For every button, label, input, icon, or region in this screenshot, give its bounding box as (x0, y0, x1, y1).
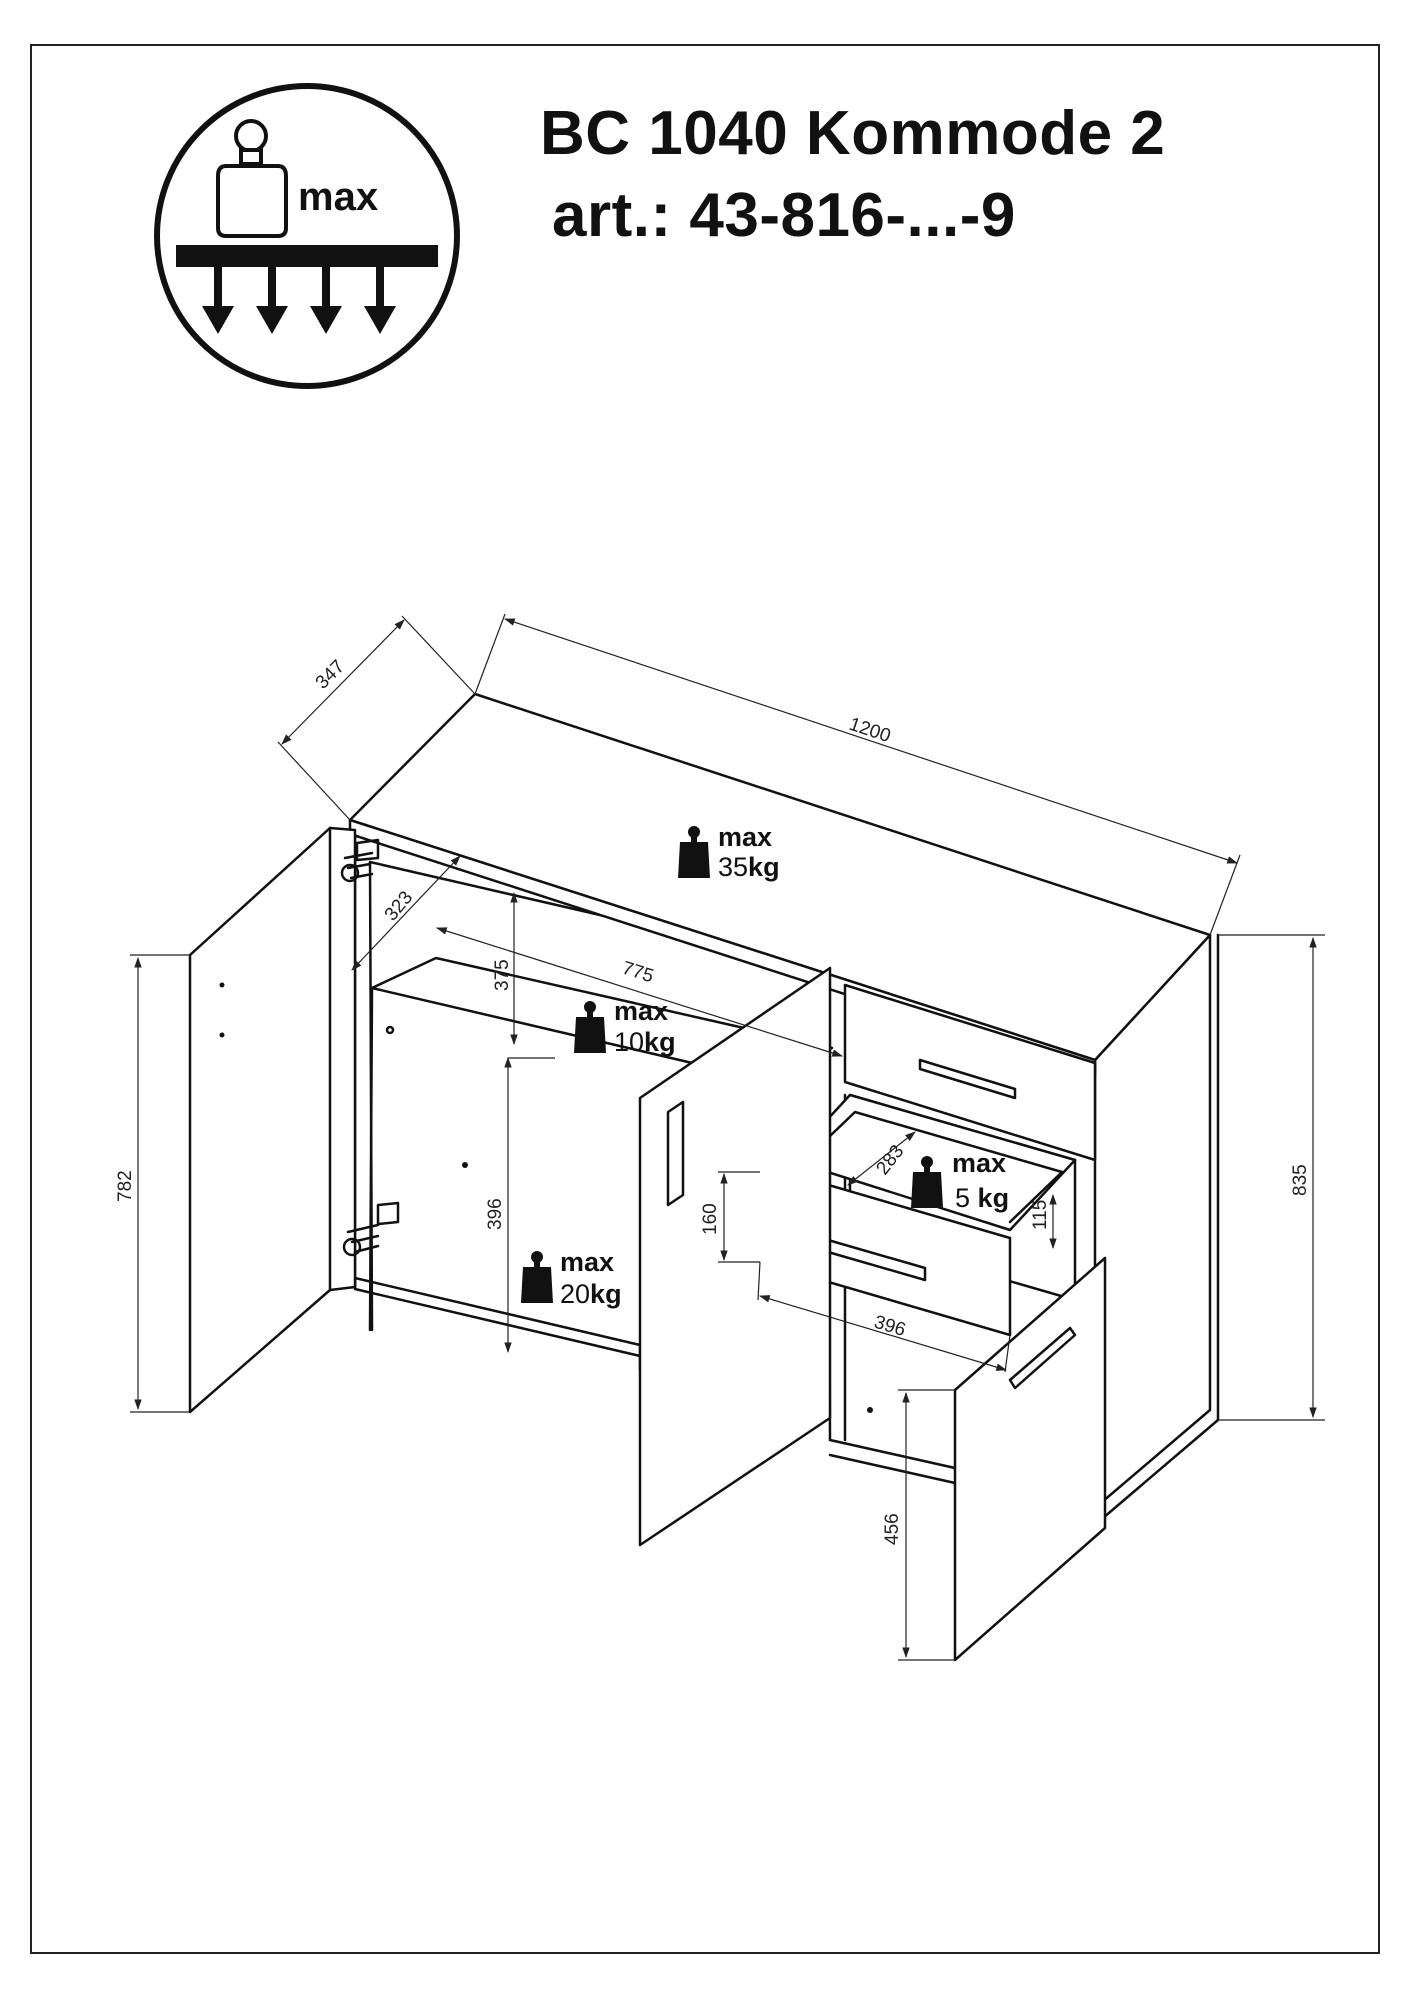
load-shelf: max 10kg (574, 996, 676, 1057)
load-top-value: 35 (718, 852, 748, 882)
load-top-label: max (718, 822, 772, 852)
load-drawer: max 5 kg (911, 1148, 1009, 1213)
dim-drawer-width: 396 (872, 1312, 908, 1341)
product-title: BC 1040 Kommode 2 (540, 99, 1166, 168)
load-bottom-value: 20 (560, 1279, 590, 1309)
load-shelf-value: 10 (614, 1027, 644, 1057)
sideboard-drawing (188, 692, 1220, 1662)
article-number: art.: 43-816-...-9 (552, 181, 1016, 250)
load-top: max 35kg (678, 822, 780, 882)
dim-inner-width: 775 (619, 958, 656, 988)
dim-drawer-inner: 115 (1030, 1200, 1051, 1230)
dim-lower-door: 456 (882, 1513, 903, 1545)
page-frame (30, 44, 1380, 1954)
dim-door-height: 782 (115, 1170, 136, 1202)
hinge-bottom (342, 1201, 400, 1257)
svg-text:35kg: 35kg (718, 852, 780, 882)
dim-drawer-front: 160 (700, 1203, 721, 1235)
load-shelf-label: max (614, 996, 668, 1026)
svg-text:20kg: 20kg (560, 1279, 622, 1309)
load-drawer-label: max (952, 1148, 1006, 1178)
load-bottom-unit: kg (590, 1279, 622, 1309)
load-drawer-unit: kg (978, 1183, 1010, 1213)
max-load-label: max (298, 175, 378, 219)
load-drawer-value: 5 (955, 1183, 970, 1213)
dim-depth: 347 (312, 656, 349, 693)
dim-width: 1200 (846, 714, 893, 747)
load-shelf-unit: kg (644, 1027, 676, 1057)
svg-text:5 kg: 5 kg (955, 1183, 1009, 1213)
load-bottom-label: max (560, 1247, 614, 1277)
max-load-icon: max (154, 83, 460, 389)
svg-text:10kg: 10kg (614, 1027, 676, 1057)
dim-upper-height: 375 (492, 959, 513, 991)
dim-inner-depth: 323 (381, 887, 417, 925)
load-bottom: max 20kg (521, 1247, 622, 1309)
load-top-unit: kg (748, 852, 780, 882)
dim-height: 835 (1290, 1164, 1311, 1196)
dim-lower-height: 396 (485, 1198, 506, 1230)
